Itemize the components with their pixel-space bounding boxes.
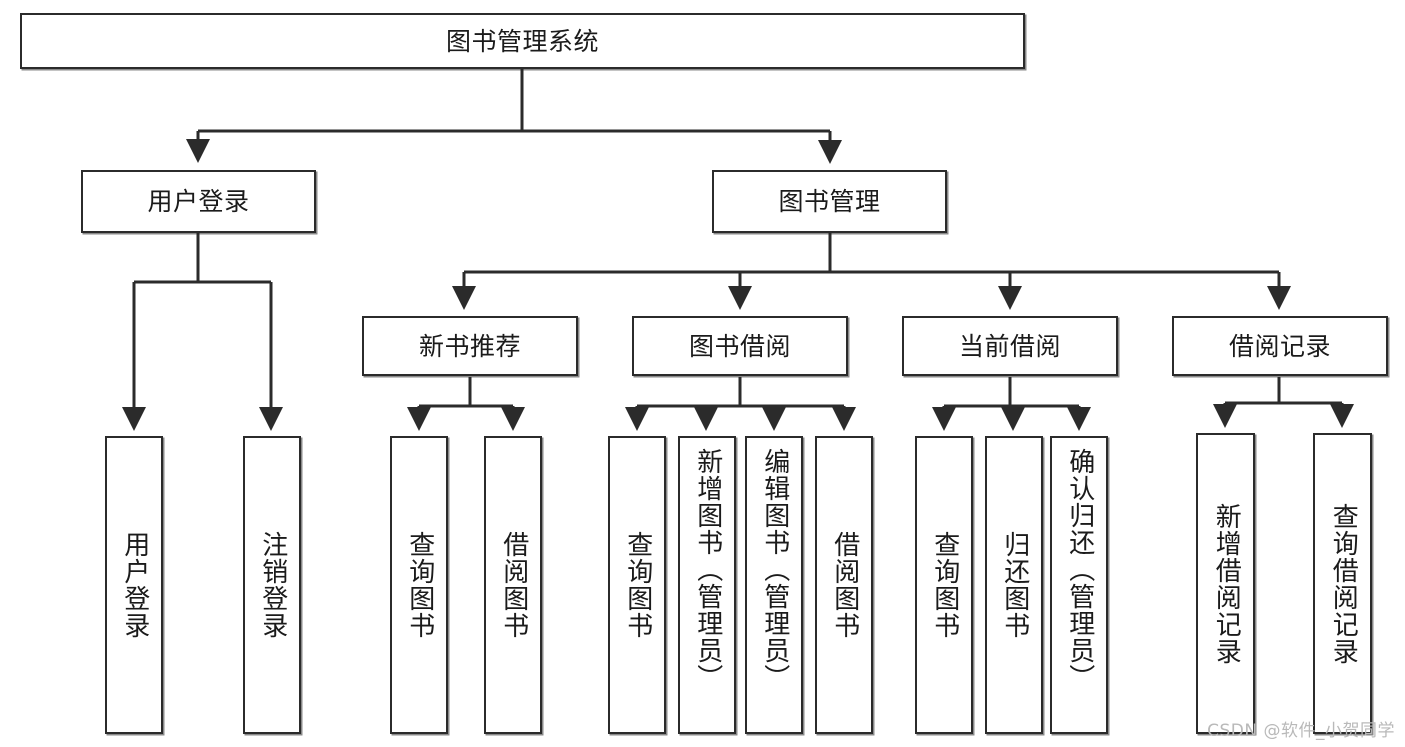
node-label: 查询图书 [929, 531, 960, 639]
node-label: 新书推荐 [418, 331, 521, 361]
node-label: 编辑图书（管理员） [759, 448, 790, 691]
leaf-book-borrow-2[interactable]: 编辑图书（管理员） [745, 436, 803, 734]
node-label: 归还图书 [999, 531, 1030, 639]
node-label: 借阅图书 [829, 531, 860, 639]
leaf-current-borrow-2[interactable]: 确认归还（管理员） [1050, 436, 1108, 734]
leaf-book-borrow-3[interactable]: 借阅图书 [815, 436, 873, 734]
leaf-borrow-record-0[interactable]: 新增借阅记录 [1196, 433, 1255, 734]
node-label: 查询图书 [404, 531, 435, 639]
leaf-book-borrow-0[interactable]: 查询图书 [608, 436, 666, 734]
node-user-login[interactable]: 用户登录 [81, 170, 316, 233]
node-label: 查询图书 [622, 531, 653, 639]
leaf-borrow-record-1[interactable]: 查询借阅记录 [1313, 433, 1372, 734]
leaf-current-borrow-0[interactable]: 查询图书 [915, 436, 973, 734]
node-label: 查询借阅记录 [1328, 502, 1359, 665]
leaf-user-login-0[interactable]: 用户登录 [105, 436, 163, 734]
node-label: 新增借阅记录 [1211, 502, 1242, 665]
node-label: 当前借阅 [958, 331, 1061, 361]
node-label: 图书管理 [778, 187, 881, 216]
node-book-management[interactable]: 图书管理 [712, 170, 947, 233]
node-label: 确认归还（管理员） [1064, 448, 1095, 691]
node-label: 借阅图书 [498, 531, 529, 639]
leaf-book-borrow-1[interactable]: 新增图书（管理员） [678, 436, 736, 734]
leaf-new-book-recommend-0[interactable]: 查询图书 [390, 436, 448, 734]
node-label: 用户登录 [119, 531, 150, 639]
node-borrow-record[interactable]: 借阅记录 [1172, 316, 1388, 376]
leaf-current-borrow-1[interactable]: 归还图书 [985, 436, 1043, 734]
node-book-borrow[interactable]: 图书借阅 [632, 316, 848, 376]
node-label: 图书管理系统 [445, 26, 599, 56]
node-label: 用户登录 [147, 187, 250, 216]
node-current-borrow[interactable]: 当前借阅 [902, 316, 1118, 376]
node-label: 图书借阅 [688, 331, 791, 361]
leaf-new-book-recommend-1[interactable]: 借阅图书 [484, 436, 542, 734]
leaf-user-login-1[interactable]: 注销登录 [243, 436, 301, 734]
node-new-book-recommend[interactable]: 新书推荐 [362, 316, 578, 376]
node-label: 注销登录 [257, 531, 288, 639]
node-label: 借阅记录 [1228, 331, 1331, 361]
node-root-book-management-system[interactable]: 图书管理系统 [20, 13, 1025, 69]
node-label: 新增图书（管理员） [692, 448, 723, 691]
csdn-watermark: CSDN @软件_小贺同学 [1207, 721, 1395, 741]
